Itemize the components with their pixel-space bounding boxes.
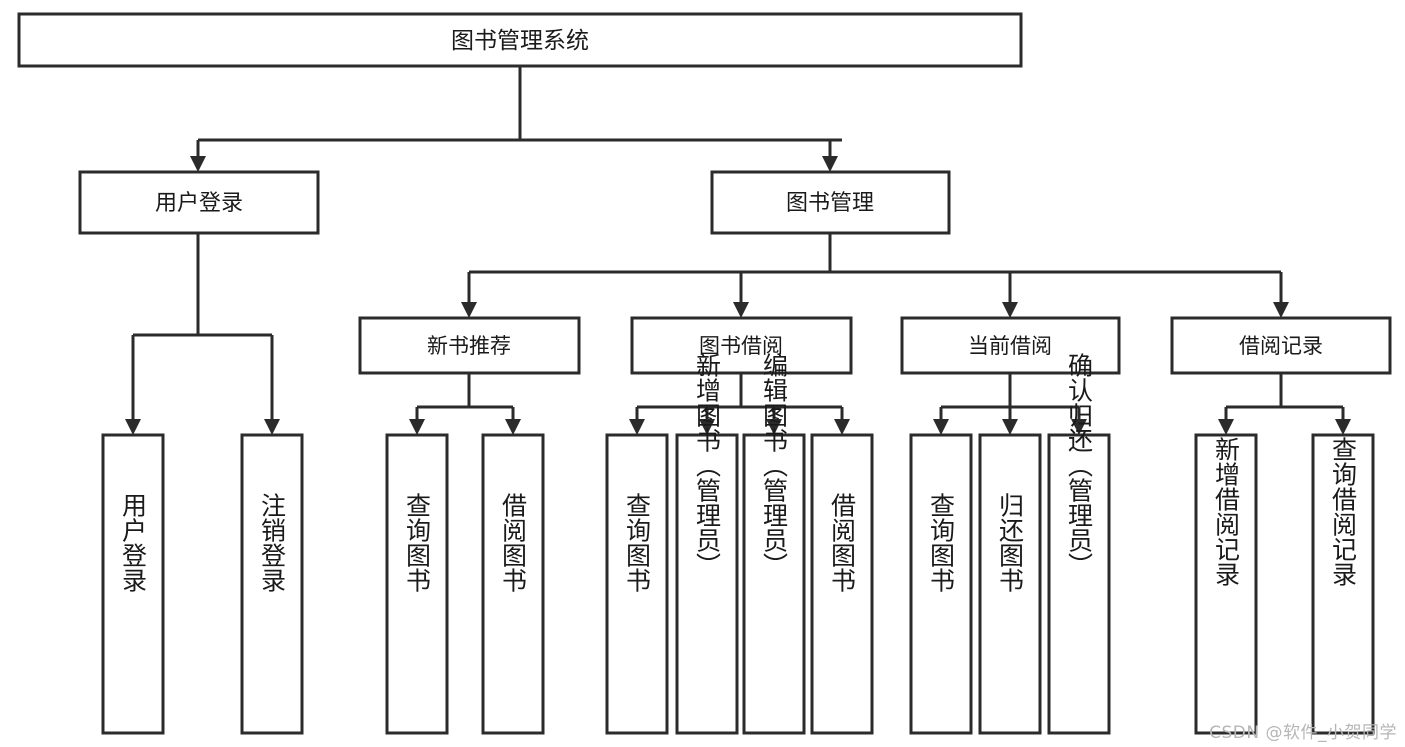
leaf-return-book-box[interactable] <box>978 433 1042 735</box>
arrowhead-leaf-user-login <box>125 419 141 435</box>
leaf-node[interactable]: 借阅图书 <box>810 433 874 735</box>
leaf-borrow-book-2-label: 借阅图书 <box>828 493 857 593</box>
edges-current-borrow-to-leaves <box>933 373 1087 435</box>
arrowhead-bb-leaf-3 <box>766 419 782 435</box>
leaf-node[interactable]: 查询借阅记录 <box>1311 433 1375 735</box>
leaf-add-borrow-record-box[interactable] <box>1194 433 1258 735</box>
leaf-query-borrow-record-box[interactable] <box>1311 433 1375 735</box>
leaf-query-borrow-record-label: 查询借阅记录 <box>1329 437 1358 587</box>
node-user-login-label: 用户登录 <box>155 191 243 216</box>
leaf-user-login-label: 用户登录 <box>119 493 148 593</box>
leaf-node[interactable]: 归还图书 <box>978 433 1042 735</box>
node-book-borrow-box[interactable] <box>630 316 853 375</box>
edges-user-login-to-leaves <box>125 233 280 435</box>
node-current-borrow-box[interactable] <box>900 316 1121 375</box>
node-book-borrow-label: 图书借阅 <box>699 334 783 358</box>
arrowhead-cb-leaf-3 <box>1071 419 1087 435</box>
leaf-logout-login-box[interactable] <box>240 433 304 735</box>
edges-borrow-record-to-leaves <box>1218 373 1351 435</box>
leaf-node[interactable]: 查询图书 <box>605 433 669 735</box>
node-borrow-record-box[interactable] <box>1170 316 1392 375</box>
leaf-return-book-label: 归还图书 <box>996 493 1025 593</box>
arrowhead-cb-leaf-2 <box>1002 419 1018 435</box>
arrowhead-bb-leaf-2 <box>699 419 715 435</box>
leaf-node[interactable]: 查询图书 <box>909 433 973 735</box>
edges-book-borrow-to-leaves <box>629 373 850 435</box>
node-borrow-record[interactable]: 借阅记录 <box>1170 316 1392 375</box>
arrowhead-current-borrow <box>1002 302 1018 318</box>
arrowhead-bb-leaf-1 <box>629 419 645 435</box>
node-new-book-recommend-label: 新书推荐 <box>427 334 511 358</box>
arrowhead-cb-leaf-1 <box>933 419 949 435</box>
arrowhead-book-management <box>822 156 838 172</box>
arrowhead-user-login <box>190 156 206 172</box>
node-current-borrow[interactable]: 当前借阅 <box>900 316 1121 375</box>
arrowhead-leaf-logout-login <box>264 419 280 435</box>
arrowhead-borrow-record <box>1273 302 1289 318</box>
leaf-confirm-return-admin-box[interactable] <box>1047 433 1111 735</box>
leaf-node[interactable]: 新增借阅记录 <box>1194 433 1258 735</box>
arrowhead-br-leaf-1 <box>1218 419 1234 435</box>
node-user-login[interactable]: 用户登录 <box>78 170 320 235</box>
arrowhead-book-borrow <box>733 302 749 318</box>
node-root-box[interactable] <box>17 12 1023 68</box>
leaf-node[interactable]: 用户登录 <box>101 433 165 735</box>
leaf-edit-book-admin-label: 编辑图书（管理员） <box>760 353 789 578</box>
leaf-confirm-return-admin-label: 确认归还（管理员） <box>1065 353 1094 578</box>
node-root-label: 图书管理系统 <box>451 28 589 54</box>
arrowhead-nbr-leaf-2 <box>505 419 521 435</box>
leaf-node[interactable]: 查询图书 <box>385 433 449 735</box>
leaf-node[interactable]: 确认归还（管理员） <box>1047 353 1111 735</box>
leaf-node[interactable]: 编辑图书（管理员） <box>742 353 806 735</box>
node-book-management[interactable]: 图书管理 <box>710 170 951 235</box>
leaf-query-book-2-label: 查询图书 <box>623 493 652 593</box>
leaf-query-book-1-label: 查询图书 <box>403 493 432 593</box>
edges-new-book-recommend-to-leaves <box>409 373 521 435</box>
leaf-query-book-3-box[interactable] <box>909 433 973 735</box>
node-book-management-label: 图书管理 <box>786 191 874 216</box>
leaf-query-book-1-box[interactable] <box>385 433 449 735</box>
node-new-book-recommend[interactable]: 新书推荐 <box>358 316 581 375</box>
leaf-add-book-admin-box[interactable] <box>675 433 739 735</box>
node-book-management-box[interactable] <box>710 170 951 235</box>
leaf-add-book-admin-label: 新增图书（管理员） <box>693 353 722 578</box>
node-book-borrow[interactable]: 图书借阅 <box>630 316 853 375</box>
leaf-logout-login-label: 注销登录 <box>258 493 287 593</box>
arrowhead-bb-leaf-4 <box>834 419 850 435</box>
leaf-node[interactable]: 借阅图书 <box>481 433 545 735</box>
arrowhead-br-leaf-2 <box>1335 419 1351 435</box>
leaf-add-borrow-record-label: 新增借阅记录 <box>1212 437 1241 587</box>
leaf-borrow-book-1-label: 借阅图书 <box>499 493 528 593</box>
edges-root-to-level1 <box>190 66 842 172</box>
node-root[interactable]: 图书管理系统 <box>17 12 1023 68</box>
leaf-node[interactable]: 新增图书（管理员） <box>675 353 739 735</box>
leaf-edit-book-admin-box[interactable] <box>742 433 806 735</box>
leaf-node[interactable]: 注销登录 <box>240 433 304 735</box>
leaf-query-book-2-box[interactable] <box>605 433 669 735</box>
leaf-query-book-3-label: 查询图书 <box>927 493 956 593</box>
edges-book-management-to-level2 <box>461 233 1289 318</box>
node-user-login-box[interactable] <box>78 170 320 235</box>
node-new-book-recommend-box[interactable] <box>358 316 581 375</box>
node-borrow-record-label: 借阅记录 <box>1239 334 1323 358</box>
arrowhead-new-book-recommend <box>461 302 477 318</box>
node-current-borrow-label: 当前借阅 <box>968 334 1052 358</box>
leaf-borrow-book-1-box[interactable] <box>481 433 545 735</box>
leaf-borrow-book-2-box[interactable] <box>810 433 874 735</box>
leaf-user-login-box[interactable] <box>101 433 165 735</box>
arrowhead-nbr-leaf-1 <box>409 419 425 435</box>
